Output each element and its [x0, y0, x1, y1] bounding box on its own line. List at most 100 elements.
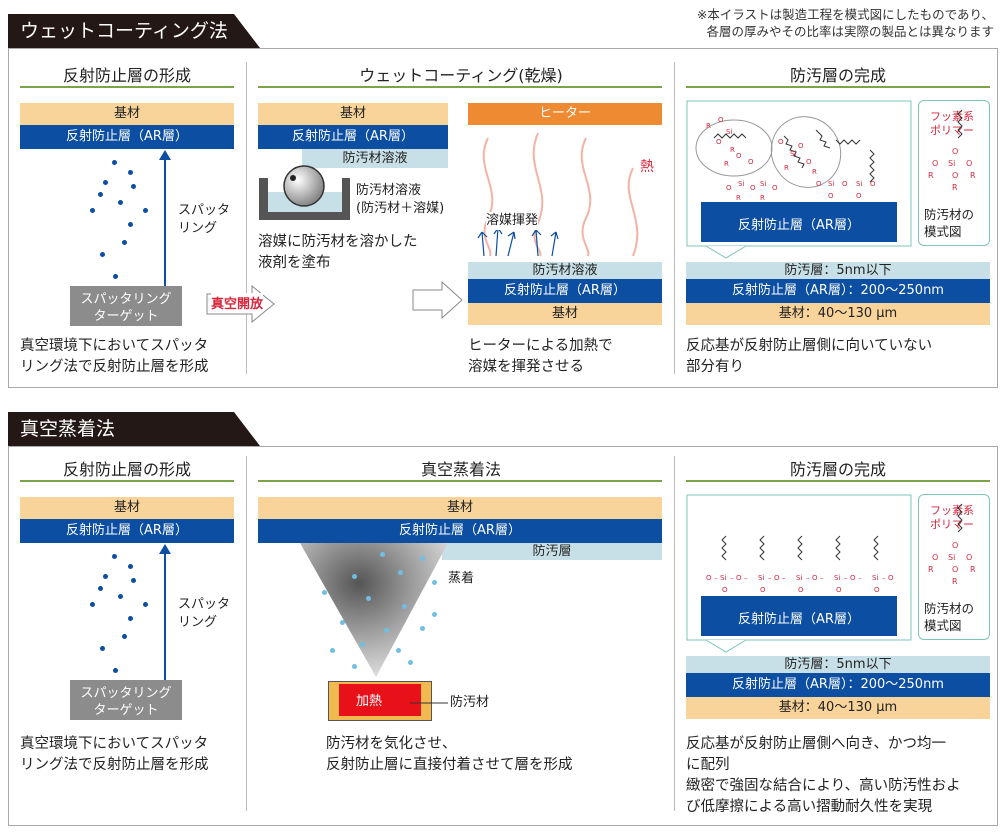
wet-col2-base-layer-2: 基材 — [468, 303, 662, 325]
particle — [113, 668, 118, 673]
vac-sputter-label: スパッタ リング — [178, 597, 231, 630]
vac-col3-antifouling-layer: 防汚層：5nm以下 — [686, 656, 990, 673]
svg-text:O: O — [952, 147, 958, 156]
svg-text:–: – — [820, 574, 824, 582]
wet-col2-solution-layer: 防汚材溶液 — [302, 149, 448, 168]
particle — [128, 564, 133, 569]
svg-text:–: – — [882, 574, 886, 582]
vac-separator-1 — [246, 456, 247, 811]
vac-sputter-arrow — [159, 544, 171, 683]
wet-section-frame — [8, 48, 998, 388]
svg-text:Si: Si — [796, 574, 802, 582]
svg-text:O: O — [932, 159, 938, 168]
svg-text:R: R — [928, 171, 934, 180]
wet-sputter-target: スパッタリング ターゲット — [70, 286, 182, 326]
wet-section-title: ウェットコーティング法 — [8, 14, 260, 48]
svg-text:R: R — [928, 565, 934, 574]
particle — [90, 208, 95, 213]
particle — [112, 160, 117, 165]
wet-col2-coat-layer: 防汚材溶液 — [468, 262, 662, 279]
wet-col2-description: 溶媒に防汚材を溶かした 液剤を塗布 — [258, 234, 418, 271]
wet-col3-base-layer: 基材：40～130 μm — [686, 303, 990, 325]
vac-sputter-target: スパッタリング ターゲット — [70, 680, 182, 720]
vac-col1-base-layer: 基材 — [20, 497, 234, 519]
particle — [122, 240, 127, 245]
svg-text:R: R — [812, 168, 817, 176]
particle — [100, 646, 105, 651]
wet-col3-title: 防汚層の完成 — [789, 66, 886, 85]
svg-text:O: O — [952, 541, 958, 550]
svg-text:O: O — [750, 184, 756, 192]
vapor-particle — [340, 620, 345, 625]
vac-col3-base-layer: 基材：40～130 μm — [686, 697, 990, 719]
vac-col2-title: 真空蒸着法 — [420, 460, 501, 479]
vac-section-title: 真空蒸着法 — [8, 412, 260, 446]
wet-col3-ar-layer: 反射防止層（AR層）：200～250nm — [686, 279, 990, 303]
wet-col2-title: ウェットコーティング(乾燥) — [359, 66, 563, 85]
wet-col1-title: 反射防止層の形成 — [62, 66, 191, 85]
vac-col1-rule — [20, 480, 234, 482]
svg-text:O: O — [966, 159, 972, 168]
svg-text:–: – — [714, 574, 718, 582]
wet-legend-box — [918, 100, 990, 246]
vapor-cone — [300, 543, 448, 677]
svg-text:O: O — [836, 586, 842, 594]
svg-text:R: R — [784, 164, 789, 172]
wet-legend-title: フッ素系 ポリマー — [930, 110, 974, 137]
svg-text:O: O — [828, 192, 834, 200]
vac-col1-title: 反射防止層の形成 — [62, 460, 191, 479]
vapor-particle — [330, 648, 335, 653]
svg-text:O: O — [718, 116, 724, 124]
svg-text:O: O — [966, 553, 972, 562]
svg-text:Si: Si — [948, 553, 955, 562]
svg-text:O: O — [778, 138, 784, 146]
svg-text:O: O — [952, 565, 958, 574]
wet-separator-1 — [246, 62, 247, 374]
svg-text:O: O — [772, 184, 778, 192]
material-leader-line — [410, 702, 448, 704]
vapor-particle — [432, 580, 437, 585]
svg-text:O: O — [774, 574, 780, 582]
disclaimer-line-1: ※本イラストは製造工程を模式図にしたものであり、 — [696, 7, 994, 22]
particle — [103, 574, 108, 579]
svg-text:O: O — [798, 586, 804, 594]
svg-text:Si: Si — [758, 574, 764, 582]
svg-text:R: R — [706, 122, 711, 130]
svg-text:R: R — [736, 194, 741, 202]
vapor-particle — [380, 552, 385, 557]
svg-text:O: O — [870, 180, 876, 188]
particle — [90, 602, 95, 607]
svg-text:O: O — [798, 142, 804, 150]
particle — [143, 602, 148, 607]
wet-col3-antifouling-layer: 防汚層：5nm以下 — [686, 262, 990, 279]
particle — [131, 184, 136, 189]
particle — [98, 192, 103, 197]
vac-separator-2 — [674, 456, 675, 811]
coating-roller-tank — [259, 165, 350, 220]
deposition-label: 蒸着 — [448, 571, 475, 586]
particle — [112, 554, 117, 559]
svg-text:R: R — [970, 565, 976, 574]
wet-col2-rule — [258, 86, 662, 88]
wet-sputter-arrow — [159, 150, 171, 289]
svg-text:O: O — [726, 184, 732, 192]
vac-legend-box — [918, 494, 990, 640]
vacuum-release-label: 真空開放 — [211, 293, 264, 312]
vac-model-ar-label: 反射防止層（AR層） — [738, 611, 860, 627]
svg-text:Si: Si — [738, 180, 744, 188]
particle — [128, 616, 133, 621]
vac-col2-rule — [258, 480, 662, 482]
svg-text:O: O — [806, 158, 812, 166]
svg-text:O: O — [816, 180, 822, 188]
svg-text:O: O — [812, 574, 818, 582]
vac-col3-ar-layer: 反射防止層（AR層）：200～250nm — [686, 673, 990, 697]
material-label: 防汚材 — [450, 695, 490, 710]
svg-text:–: – — [768, 574, 772, 582]
particle — [118, 594, 123, 599]
vac-section-frame — [8, 446, 998, 826]
vapor-particle — [322, 590, 327, 595]
wet-col1-ar-layer: 反射防止層（AR層） — [20, 125, 234, 149]
